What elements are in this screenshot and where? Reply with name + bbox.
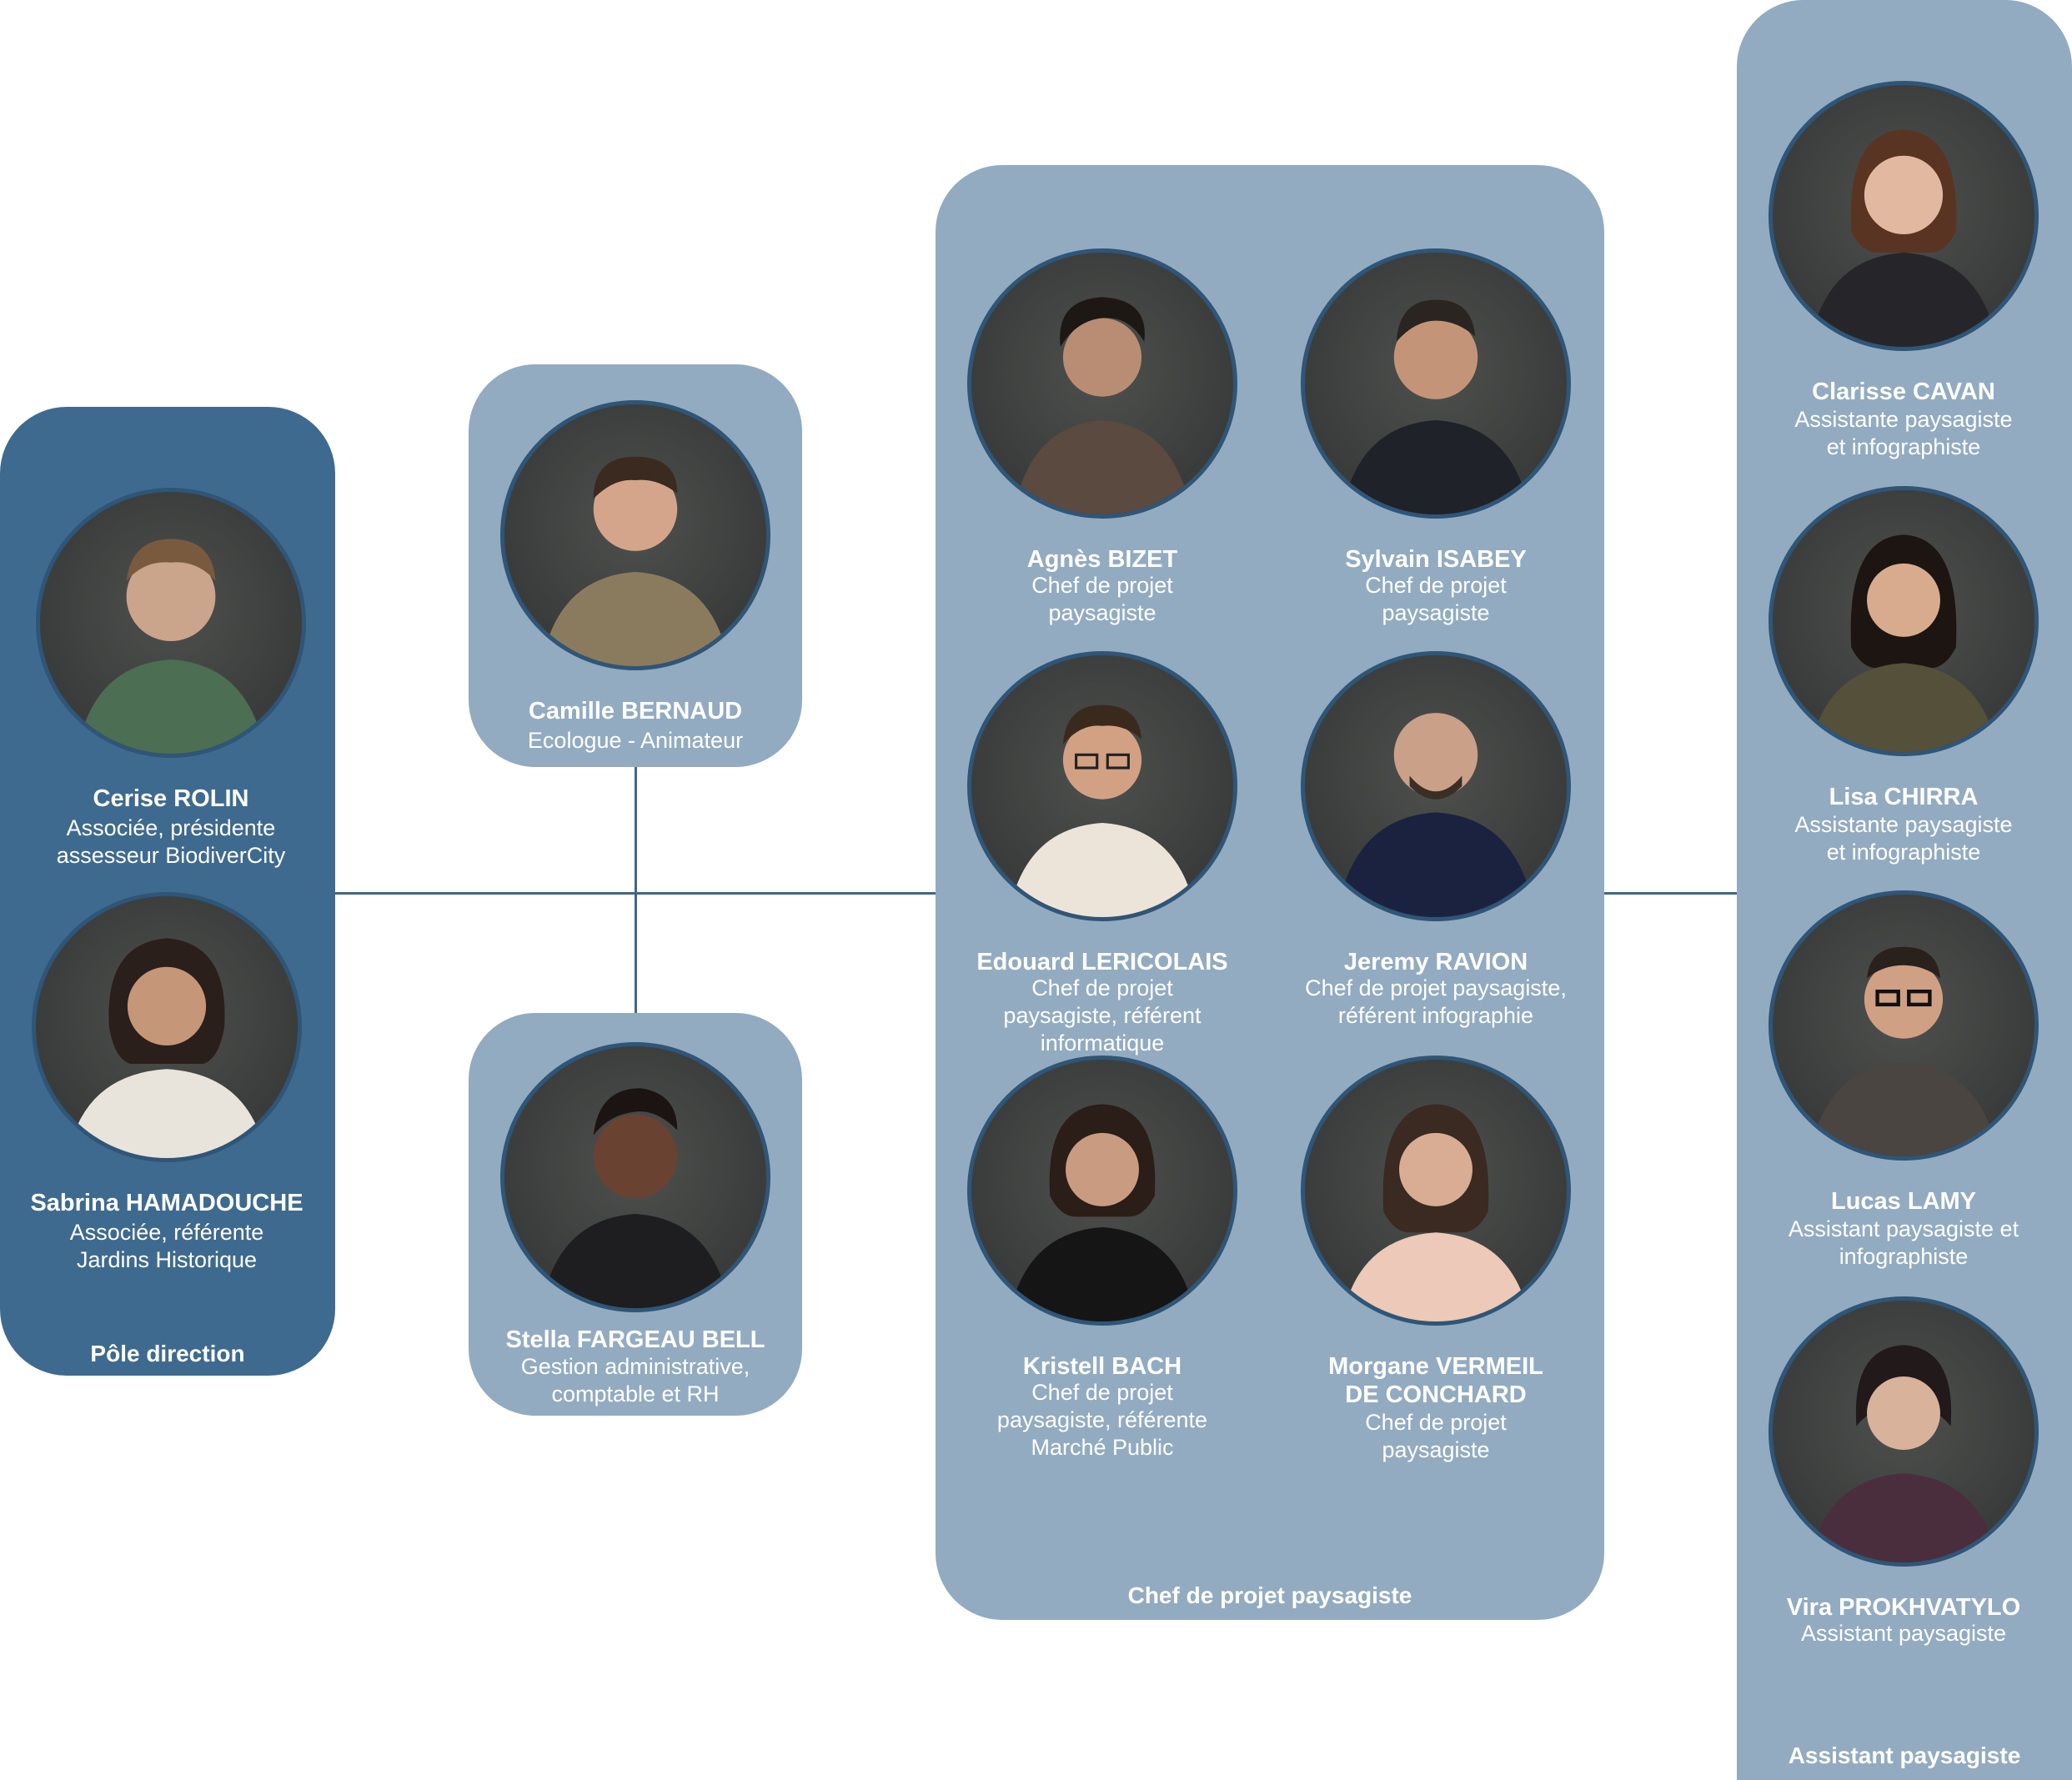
person-photo-icon: [967, 248, 1237, 519]
portrait-silhouette: [1013, 297, 1192, 514]
portrait-silhouette: [1336, 713, 1536, 917]
member-role-line: paysagiste: [1382, 1437, 1490, 1462]
panel-label-chef: Chef de projet paysagiste: [1127, 1582, 1412, 1608]
member-role-line: Chef de projet: [1365, 573, 1507, 598]
person-photo-icon: [1768, 81, 2039, 351]
member-card-jeremy-ravion: Jeremy RAVION Chef de projet paysagiste,…: [1269, 651, 1603, 1043]
member-card-lucas-lamy: Lucas LAMY Assistant paysagiste et infog…: [1753, 890, 2054, 1269]
portrait-silhouette: [67, 938, 267, 1158]
member-role-line: paysagiste, référent: [1003, 1003, 1202, 1028]
member-role-line: comptable et RH: [551, 1381, 720, 1406]
member-role-line: Assistante paysagiste: [1794, 407, 2013, 432]
member-card-morgane-vermeil-de-conchard: Morgane VERMEIL DE CONCHARD Chef de proj…: [1286, 1055, 1586, 1472]
member-role-line: Marché Public: [1031, 1435, 1174, 1460]
person-photo-icon: [1301, 651, 1571, 921]
member-role-line: Associée, présidente: [66, 815, 276, 840]
person-photo-icon: [967, 1055, 1237, 1326]
member-role-line: Chef de projet paysagiste,: [1305, 975, 1567, 1000]
portrait-silhouette: [540, 456, 730, 666]
member-role-line: informatique: [1040, 1030, 1165, 1055]
member-name-line2: DE CONCHARD: [1345, 1381, 1527, 1408]
portrait-silhouette: [1809, 534, 1999, 752]
portrait-silhouette: [1007, 1104, 1197, 1321]
member-name: Stella FARGEAU BELL: [505, 1326, 765, 1353]
member-card-cerise-rolin: Cerise ROLIN Associée, présidente assess…: [21, 488, 321, 868]
member-role-line: infographiste: [1839, 1244, 1969, 1269]
member-role-line: paysagiste: [1382, 600, 1490, 625]
member-name: Sabrina HAMADOUCHE: [30, 1190, 304, 1216]
member-role-line: Ecologue - Animateur: [527, 728, 744, 753]
member-card-kristell-bach: Kristell BACH Chef de projet paysagiste,…: [952, 1055, 1252, 1460]
member-name: Edouard LERICOLAIS: [976, 949, 1228, 975]
portrait-silhouette: [1809, 946, 1999, 1156]
portrait-silhouette: [1809, 1345, 1999, 1562]
member-role-line: Chef de projet: [1031, 573, 1173, 598]
person-photo-icon: [967, 651, 1237, 921]
portrait-silhouette: [76, 539, 266, 754]
member-name: Kristell BACH: [1022, 1353, 1182, 1380]
member-role-line: paysagiste: [1048, 600, 1156, 625]
member-role-line: Assistante paysagiste: [1794, 812, 2013, 837]
member-card-agnes-bizet: Agnès BIZET Chef de projet paysagiste: [952, 248, 1252, 625]
member-role-line: Gestion administrative,: [520, 1354, 750, 1379]
member-name: Sylvain ISABEY: [1345, 546, 1527, 573]
person-photo-icon: [36, 488, 306, 758]
member-role-line: référent infographie: [1337, 1003, 1534, 1028]
member-name: Vira PROKHVATYLO: [1786, 1594, 2021, 1621]
member-name: Cerise ROLIN: [93, 785, 249, 812]
member-role-line: Assistant paysagiste: [1800, 1621, 2007, 1646]
connector-vertical: [635, 767, 637, 1013]
member-name: Clarisse CAVAN: [1812, 379, 1995, 405]
member-role-line: Assistant paysagiste et: [1788, 1216, 2019, 1241]
person-photo-icon: [1768, 1296, 2039, 1567]
person-photo-icon: [1768, 486, 2039, 756]
person-photo-icon: [1301, 1055, 1571, 1326]
member-name: Jeremy RAVION: [1343, 949, 1528, 975]
member-role-line: Associée, référente: [69, 1220, 264, 1245]
member-card-stella-fargeau-bell: Stella FARGEAU BELL Gestion administrati…: [485, 1042, 785, 1409]
member-card-sabrina-hamadouche: Sabrina HAMADOUCHE Associée, référente J…: [17, 892, 317, 1272]
member-role-line: Chef de projet: [1365, 1410, 1507, 1435]
member-role-line: et infographiste: [1826, 840, 1981, 865]
member-name: Morgane VERMEIL: [1328, 1353, 1543, 1380]
portrait-silhouette: [1341, 299, 1531, 514]
member-card-camille-bernaud: Camille BERNAUD Ecologue - Animateur: [485, 400, 785, 753]
member-card-lisa-chirra: Lisa CHIRRA Assistante paysagiste et inf…: [1753, 486, 2054, 865]
panel-label-assistant: Assistant paysagiste: [1788, 1742, 2021, 1768]
member-role-line: et infographiste: [1826, 434, 1981, 459]
member-name: Camille BERNAUD: [528, 698, 743, 725]
person-photo-icon: [1768, 890, 2039, 1161]
person-photo-icon: [500, 400, 770, 670]
member-card-clarisse-cavan: Clarisse CAVAN Assistante paysagiste et …: [1753, 81, 2054, 459]
member-role-line: Chef de projet: [1031, 975, 1173, 1000]
person-photo-icon: [32, 892, 302, 1162]
member-name: Lucas LAMY: [1830, 1188, 1977, 1215]
member-name: Agnès BIZET: [1026, 546, 1178, 573]
member-name: Lisa CHIRRA: [1829, 784, 1979, 810]
person-photo-icon: [1301, 248, 1571, 519]
member-card-vira-prokhvatylo: Vira PROKHVATYLO Assistant paysagiste: [1753, 1296, 2054, 1647]
portrait-silhouette: [1809, 129, 1999, 347]
member-card-edouard-lericolais: Edouard LERICOLAIS Chef de projet paysag…: [952, 651, 1252, 1055]
member-role-line: paysagiste, référente: [996, 1407, 1208, 1432]
person-photo-icon: [500, 1042, 770, 1312]
portrait-silhouette: [1007, 704, 1197, 917]
member-role-line: Jardins Historique: [76, 1247, 258, 1272]
portrait-silhouette: [540, 1088, 730, 1308]
member-card-sylvain-isabey: Sylvain ISABEY Chef de projet paysagiste: [1286, 248, 1586, 625]
portrait-silhouette: [1341, 1104, 1531, 1321]
member-role-line: assesseur BiodiverCity: [56, 843, 286, 868]
member-role-line: Chef de projet: [1031, 1380, 1173, 1405]
panel-label-direction: Pôle direction: [90, 1341, 245, 1366]
